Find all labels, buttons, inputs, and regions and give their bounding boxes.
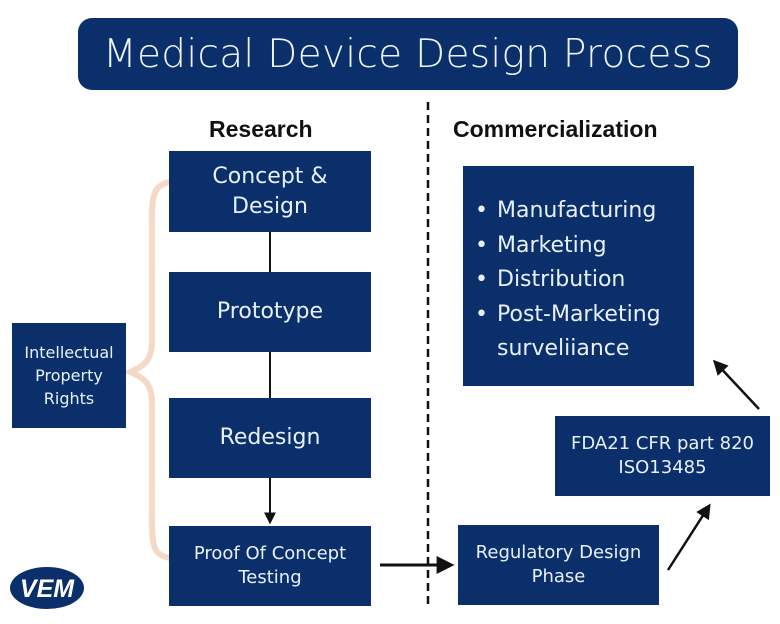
ip-label-line: Rights [43, 389, 95, 409]
bullet-icon: • [475, 232, 488, 258]
standards-box: FDA21 CFR part 820 ISO13485 [555, 416, 770, 496]
vem-logo-icon: VEM [10, 567, 84, 609]
step-label-line: Redesign [219, 425, 321, 451]
regulatory-design-box: Regulatory Design Phase [458, 525, 659, 605]
intellectual-property-box: Intellectual Property Rights [12, 323, 126, 428]
arrow-regulatory-standards [666, 503, 711, 571]
standards-label-line: FDA21 CFR part 820 [571, 432, 754, 454]
step-label-line: Proof Of Concept [193, 542, 347, 564]
activities-list: •Manufacturing •Marketing •Distribution … [475, 194, 694, 367]
commercialization-heading: Commercialization [453, 116, 658, 142]
step-label-line: Prototype [216, 299, 324, 325]
step-prototype: Prototype [169, 272, 371, 352]
bullet-icon: • [475, 198, 488, 223]
bullet-icon: • [475, 267, 488, 292]
commercialization-activities-box: •Manufacturing •Marketing •Distribution … [463, 166, 694, 386]
step-label-line: Testing [238, 567, 302, 588]
vem-logo: VEM [9, 566, 85, 610]
standards-label-line: ISO13485 [618, 457, 707, 478]
list-item: •Distribution [475, 263, 694, 298]
logo-text: VEM [20, 575, 75, 603]
research-heading: Research [209, 116, 313, 142]
step-proof-of-concept: Proof Of Concept Testing [169, 526, 371, 606]
arrow-standards-activities [712, 359, 760, 410]
list-item-continuation: surveliiance [497, 336, 630, 361]
page-title: Medical Device Design Process [103, 31, 713, 77]
ip-brace [121, 179, 173, 561]
regulatory-label-line: Regulatory Design [475, 541, 642, 563]
ip-label-line: Intellectual [24, 342, 114, 362]
step-redesign: Redesign [169, 398, 371, 478]
step-concept-design: Concept & Design [169, 151, 371, 232]
list-item: •Post-Marketing [475, 298, 694, 333]
bullet-icon: • [475, 301, 488, 327]
list-item: •Marketing [475, 229, 694, 264]
step-label-line: Concept & [212, 163, 328, 189]
ip-label-line: Property [35, 365, 103, 385]
regulatory-label-line: Phase [531, 566, 586, 587]
title-banner: Medical Device Design Process [78, 18, 738, 90]
list-item: •Manufacturing [475, 194, 694, 229]
step-label-line: Design [232, 193, 308, 219]
